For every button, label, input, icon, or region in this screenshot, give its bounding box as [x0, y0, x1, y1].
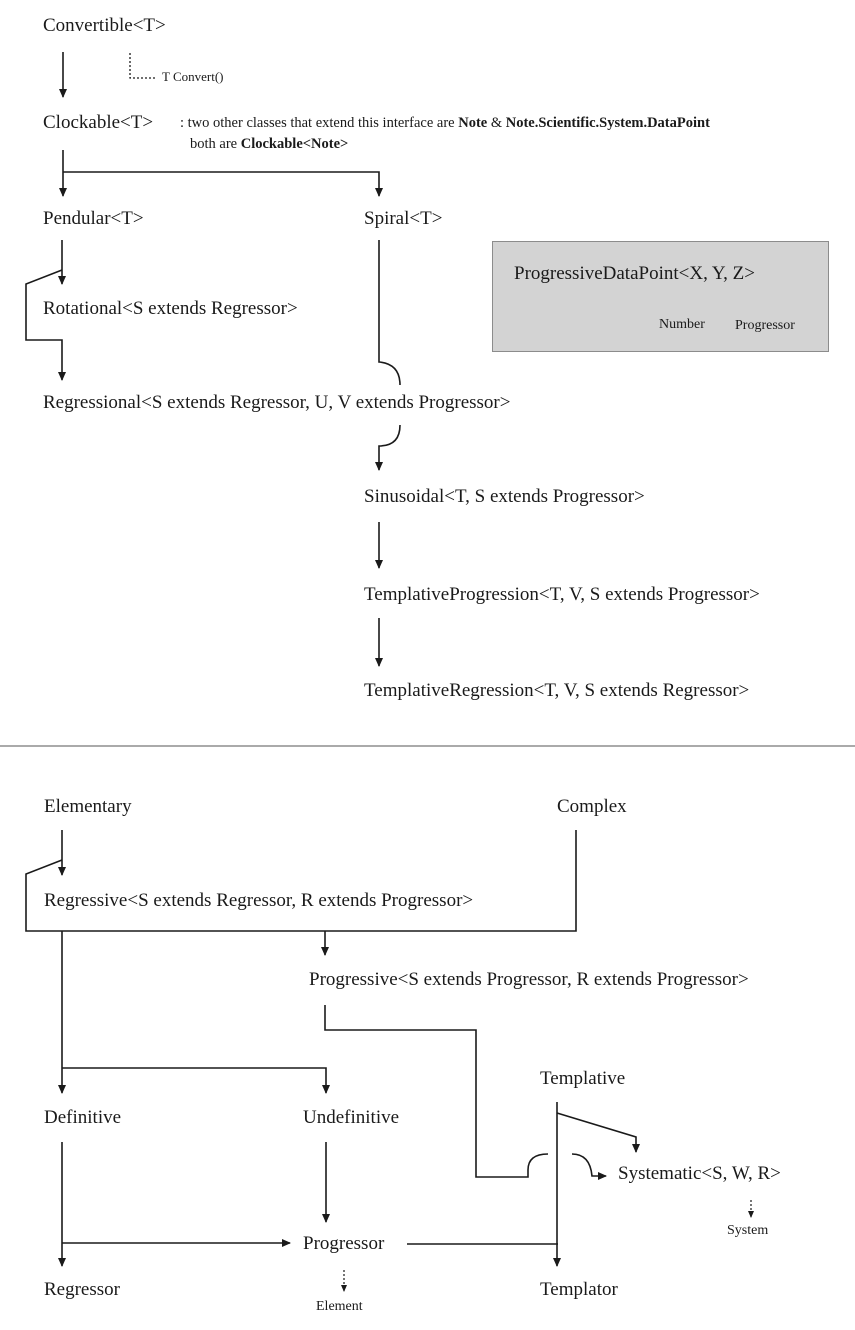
note-prefix: : two other classes that extend this int… — [180, 115, 455, 131]
node-convertible: Convertible<T> — [43, 15, 166, 36]
node-progressive-datapoint: ProgressiveDataPoint<X, Y, Z> — [514, 263, 755, 284]
element-label: Element — [316, 1299, 363, 1314]
node-regressional: Regressional<S extends Regressor, U, V e… — [43, 392, 511, 413]
note-line2-prefix: both are — [190, 136, 238, 152]
node-complex: Complex — [557, 796, 627, 817]
arrow-rotational-regressional — [25, 269, 66, 381]
node-regressive: Regressive<S extends Regressor, R extend… — [44, 890, 474, 911]
arrow-clockable-spiral — [63, 171, 383, 197]
dotted-convert-method — [129, 53, 155, 79]
note-line2-bold: Clockable<Note> — [240, 136, 349, 152]
node-pendular: Pendular<T> — [43, 208, 144, 229]
box-number-label: Number — [659, 317, 705, 332]
node-templator: Templator — [540, 1279, 618, 1300]
node-elementary: Elementary — [44, 796, 132, 817]
arrow-regressive-undefinitive — [62, 1067, 330, 1094]
node-clockable: Clockable<T> — [43, 112, 154, 133]
node-regressor: Regressor — [44, 1279, 120, 1300]
node-progressor: Progressor — [303, 1233, 385, 1254]
note-class-note: Note — [458, 115, 488, 131]
node-definitive: Definitive — [44, 1107, 122, 1128]
note-class-datapoint: Note.Scientific.System.DataPoint — [505, 115, 710, 131]
convert-method-label: T Convert() — [162, 69, 224, 84]
arrow-progressive-systematic — [324, 1005, 606, 1177]
node-undefinitive: Undefinitive — [303, 1107, 400, 1128]
arrow-spiral-sinusoidal — [379, 240, 401, 470]
box-progressor-label: Progressor — [735, 318, 795, 333]
clockable-note: : two other classes that extend this int… — [180, 113, 710, 155]
node-templative-progression: TemplativeProgression<T, V, S extends Pr… — [364, 584, 760, 605]
note-amp: & — [490, 115, 503, 131]
arrow-templative-systematic — [556, 1112, 640, 1153]
node-spiral: Spiral<T> — [364, 208, 443, 229]
node-templative-regression: TemplativeRegression<T, V, S extends Reg… — [364, 680, 750, 701]
node-rotational: Rotational<S extends Regressor> — [43, 298, 298, 319]
node-progressive: Progressive<S extends Progressor, R exte… — [309, 969, 749, 990]
node-templative: Templative — [540, 1068, 626, 1089]
node-sinusoidal: Sinusoidal<T, S extends Progressor> — [364, 486, 645, 507]
progressive-datapoint-box — [492, 241, 829, 352]
node-systematic: Systematic<S, W, R> — [618, 1163, 781, 1184]
system-label: System — [727, 1223, 769, 1238]
loop-regressive — [25, 830, 577, 932]
